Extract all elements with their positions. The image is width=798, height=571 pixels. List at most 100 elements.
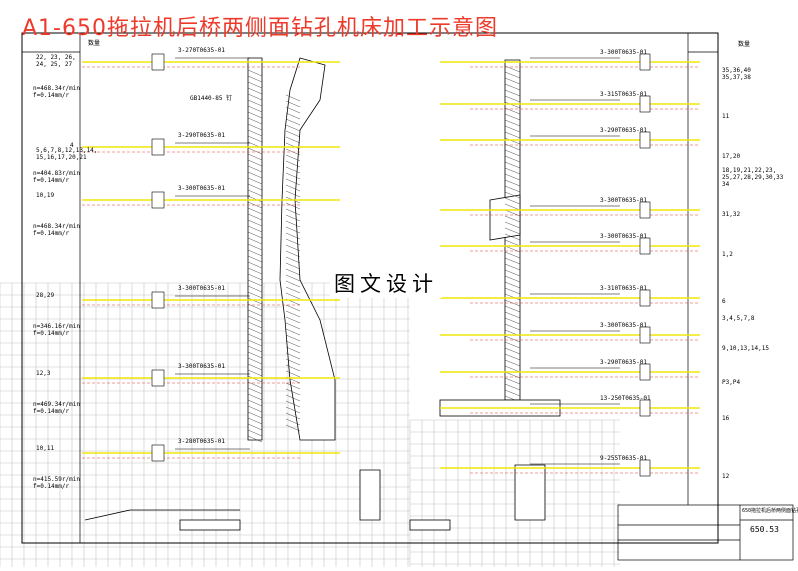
right-spindle-label: 3-310T0635-01: [600, 285, 647, 292]
right-spindle-label: 3-300T0635-01: [600, 322, 647, 329]
hatch-line: [504, 137, 521, 145]
hatch-line: [247, 393, 263, 401]
right-spindle: [440, 326, 700, 344]
tool-holder: [639, 131, 651, 149]
hatch-line: [285, 400, 301, 408]
hatch-line: [247, 219, 263, 227]
tool-holder: [151, 369, 165, 387]
hatch-line: [504, 77, 521, 85]
gb-standard-label: GB1440-85 钉: [190, 94, 232, 102]
base-slope-line: [84, 509, 131, 521]
left-spindle-label: 3-300T0635-01: [178, 285, 225, 292]
hatch-line: [285, 130, 301, 138]
hatch-line: [285, 346, 301, 354]
hatch-line: [285, 112, 301, 120]
hatch-line: [247, 303, 263, 311]
hatch-line: [285, 214, 301, 222]
hatch-line: [504, 71, 521, 79]
left-hole-group: 28,29: [36, 292, 54, 299]
hatch-line: [247, 315, 263, 323]
left-spindle-label: 3-300T0635-01: [178, 185, 225, 192]
right-hole-group: 16: [722, 415, 730, 422]
hatch-line: [285, 94, 301, 102]
right-spindle: [440, 201, 700, 219]
hatch-line: [247, 165, 263, 173]
hatch-line: [247, 117, 263, 125]
hatch-line: [247, 351, 263, 359]
hatch-line: [247, 417, 263, 425]
hatch-line: [504, 293, 521, 301]
right-spindle-label: 9-255T0635-01: [600, 455, 647, 462]
hatch-line: [285, 310, 301, 318]
right-hole-group: 6: [722, 298, 726, 305]
hatch-line: [504, 119, 521, 127]
right-spindle-label: 3-290T0635-01: [600, 359, 647, 366]
hatch-line: [247, 195, 263, 203]
left-spindle-label: 3-290T0635-01: [178, 132, 225, 139]
right-spindle-label: 3-300T0635-01: [600, 233, 647, 240]
hatch-line: [504, 275, 521, 283]
right-spindle-label: 3-290T0635-01: [600, 127, 647, 134]
hatch-line: [504, 95, 521, 103]
hatch-line: [285, 304, 301, 312]
hatch-line: [504, 125, 521, 133]
hatch-line: [504, 359, 521, 367]
hatch-line: [504, 221, 521, 229]
hatch-line: [247, 255, 263, 263]
hatch-line: [285, 274, 301, 282]
hatch-line: [285, 328, 301, 336]
hatch-line: [504, 227, 521, 235]
hatch-line: [285, 388, 301, 396]
hatch-line: [285, 238, 301, 246]
hatch-line: [504, 239, 521, 247]
right-spindle: [440, 363, 700, 381]
right-housing: [489, 59, 521, 401]
bottom-fixtures: [179, 399, 561, 531]
right-hole-group: 31,32: [722, 211, 740, 218]
hatch-line: [504, 365, 521, 373]
hatch-line: [285, 118, 301, 126]
hatch-line: [504, 161, 521, 169]
left-hole-group: 12,3: [36, 370, 51, 377]
tool-holder: [151, 444, 165, 462]
hatch-line: [247, 183, 263, 191]
hatch-line: [247, 339, 263, 347]
hatch-line: [504, 347, 521, 355]
hatch-line: [285, 268, 301, 276]
right-hole-group: 12: [722, 473, 730, 480]
hatch-line: [247, 171, 263, 179]
hatch-line: [285, 382, 301, 390]
tool-holder: [639, 95, 651, 113]
left-hole-group: 5,6,7,8,12,13,14,15,16,17,20,21: [36, 147, 97, 161]
hatch-line: [247, 201, 263, 209]
hatch-line: [247, 75, 263, 83]
left-spindle-label: 3-270T0635-01: [178, 47, 225, 54]
hatch-line: [247, 333, 263, 341]
hatch-line: [504, 251, 521, 259]
hatch-line: [247, 399, 263, 407]
right-spindle: [440, 459, 700, 477]
left-spindle: [82, 369, 340, 387]
hatch-line: [504, 185, 521, 193]
hatch-line: [247, 249, 263, 257]
tool-holder: [639, 53, 651, 71]
hatch-line: [247, 381, 263, 389]
tool-holder: [151, 191, 165, 209]
hatch-line: [285, 124, 301, 132]
left-hole-group: 22, 23, 26,24, 25, 27: [36, 54, 76, 68]
hatch-line: [247, 93, 263, 101]
tool-holder: [639, 363, 651, 381]
left-spindle-label: 3-300T0635-01: [178, 363, 225, 370]
tool-holder: [151, 53, 165, 71]
hatch-line: [504, 173, 521, 181]
hatch-line: [504, 113, 521, 121]
hatch-line: [247, 387, 263, 395]
hatch-line: [247, 309, 263, 317]
hatch-line: [504, 101, 521, 109]
hatch-line: [285, 154, 301, 162]
base-block: [179, 519, 241, 531]
hatch-line: [285, 106, 301, 114]
